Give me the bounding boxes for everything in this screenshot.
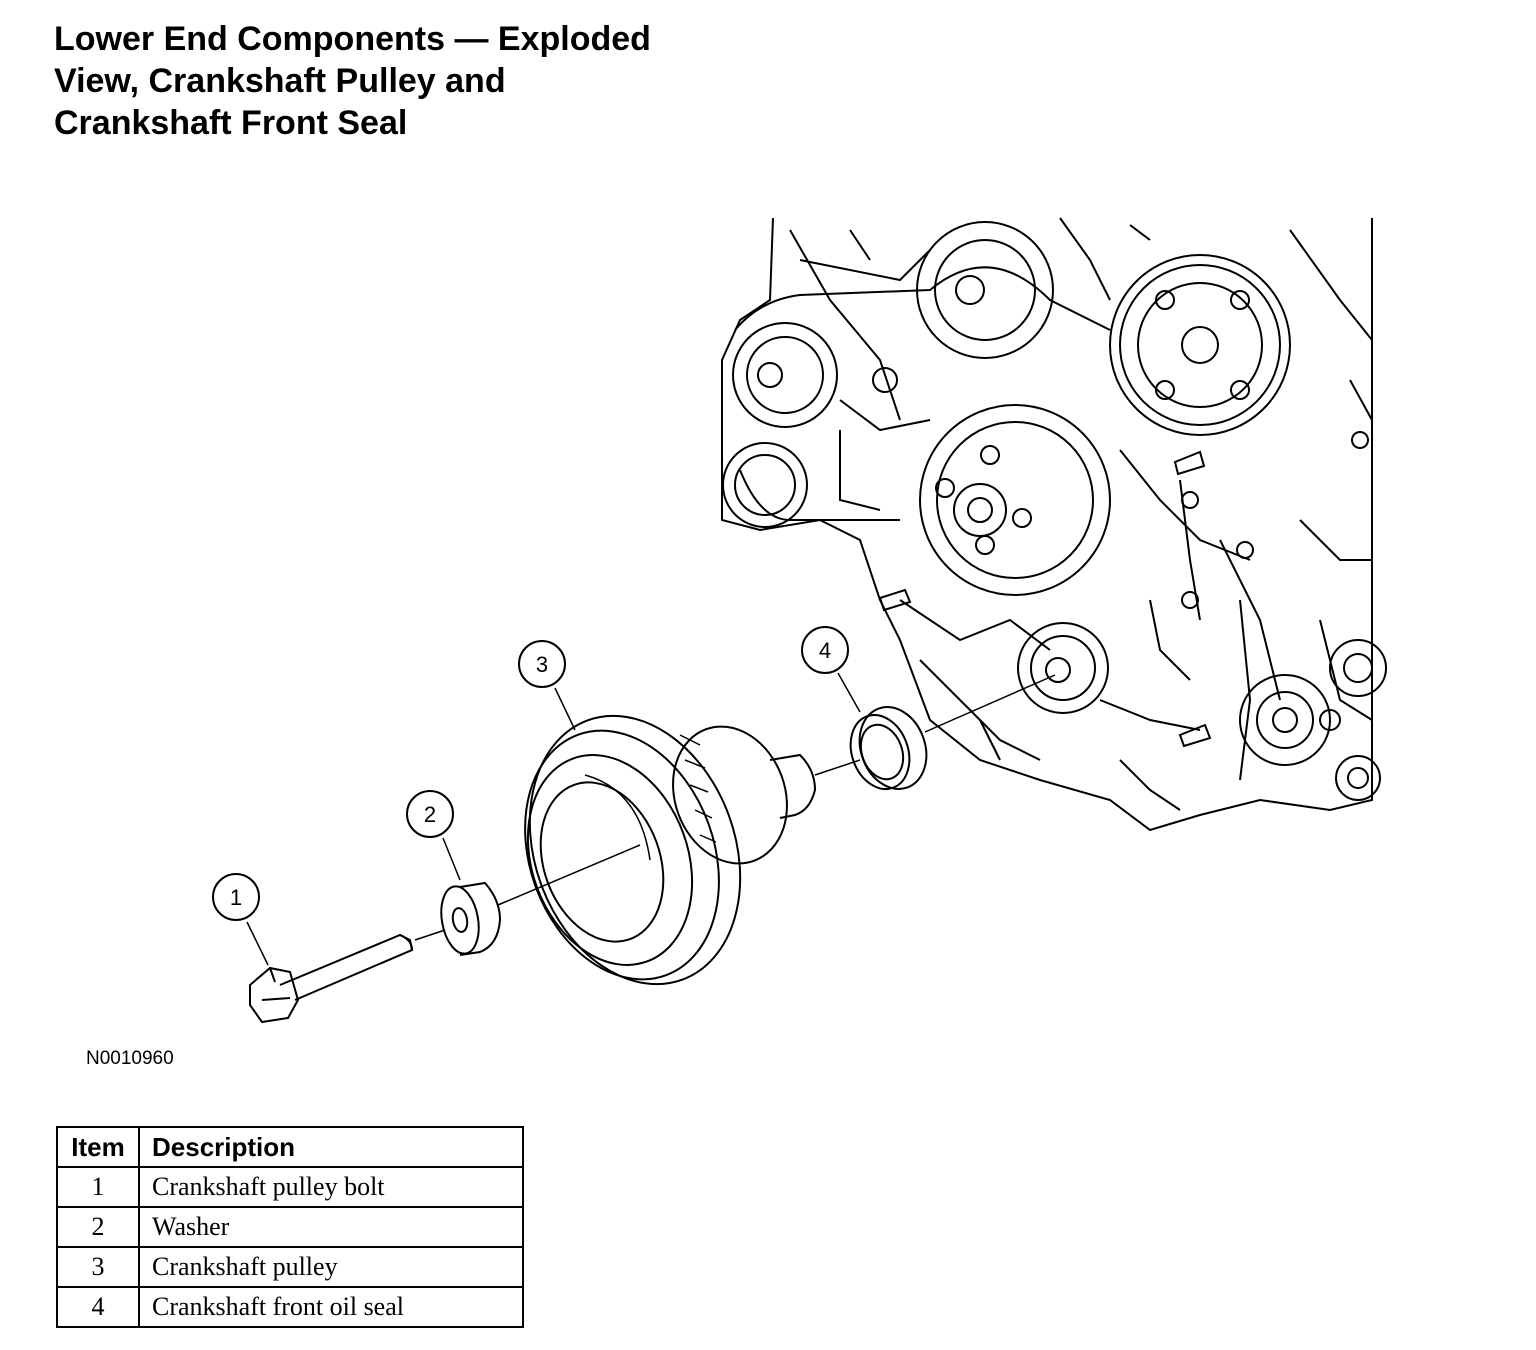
water-pump-pulley bbox=[919, 404, 1111, 596]
callout-label-3: 3 bbox=[536, 652, 548, 677]
engine-studs bbox=[878, 431, 1369, 748]
power-steering-pulley bbox=[1109, 254, 1291, 436]
idler-pulley-upper bbox=[916, 221, 1054, 359]
explosion-axis-line bbox=[414, 674, 1056, 941]
row-item: 1 bbox=[56, 1166, 140, 1208]
table-row: 2 Washer bbox=[56, 1206, 524, 1248]
row-item: 4 bbox=[56, 1286, 140, 1328]
row-item: 2 bbox=[56, 1206, 140, 1248]
table-row: 4 Crankshaft front oil seal bbox=[56, 1286, 524, 1328]
callout-circle-3 bbox=[518, 640, 566, 688]
row-description: Crankshaft pulley bolt bbox=[138, 1166, 524, 1208]
crankshaft-pulley-part bbox=[524, 714, 817, 986]
title-line-1: Lower End Components — Exploded bbox=[54, 20, 651, 58]
title-line-3: Crankshaft Front Seal bbox=[54, 104, 408, 142]
belt-tensioner-pulley bbox=[722, 322, 898, 528]
table-header-row: Item Description bbox=[56, 1126, 524, 1168]
crankshaft-snout bbox=[1017, 622, 1109, 714]
callout-label-4: 4 bbox=[819, 638, 831, 663]
washer-part bbox=[440, 881, 502, 956]
diagram-title: Lower End Components — Exploded View, Cr… bbox=[54, 18, 754, 144]
header-item: Item bbox=[56, 1126, 140, 1168]
table-row: 1 Crankshaft pulley bolt bbox=[56, 1166, 524, 1208]
title-line-2: View, Crankshaft Pulley and bbox=[54, 62, 506, 100]
callout-label-2: 2 bbox=[424, 802, 436, 827]
table-row: 3 Crankshaft pulley bbox=[56, 1246, 524, 1288]
row-item: 3 bbox=[56, 1246, 140, 1288]
parts-legend-table: Item Description 1 Crankshaft pulley bol… bbox=[56, 1126, 524, 1328]
front-oil-seal-part bbox=[849, 706, 928, 790]
callout-leaders bbox=[246, 672, 861, 966]
lower-right-idler bbox=[1239, 639, 1387, 801]
figure-code: N0010960 bbox=[86, 1048, 174, 1069]
callout-circle-1 bbox=[212, 873, 260, 921]
callout-circle-2 bbox=[406, 790, 454, 838]
callout-circle-4 bbox=[801, 626, 849, 674]
pulley-bolt-part bbox=[249, 933, 414, 1024]
row-description: Washer bbox=[138, 1206, 524, 1248]
row-description: Crankshaft front oil seal bbox=[138, 1286, 524, 1328]
callout-label-1: 1 bbox=[230, 885, 242, 910]
header-description: Description bbox=[138, 1126, 524, 1168]
row-description: Crankshaft pulley bbox=[138, 1246, 524, 1288]
engine-front-cover bbox=[721, 217, 1373, 832]
